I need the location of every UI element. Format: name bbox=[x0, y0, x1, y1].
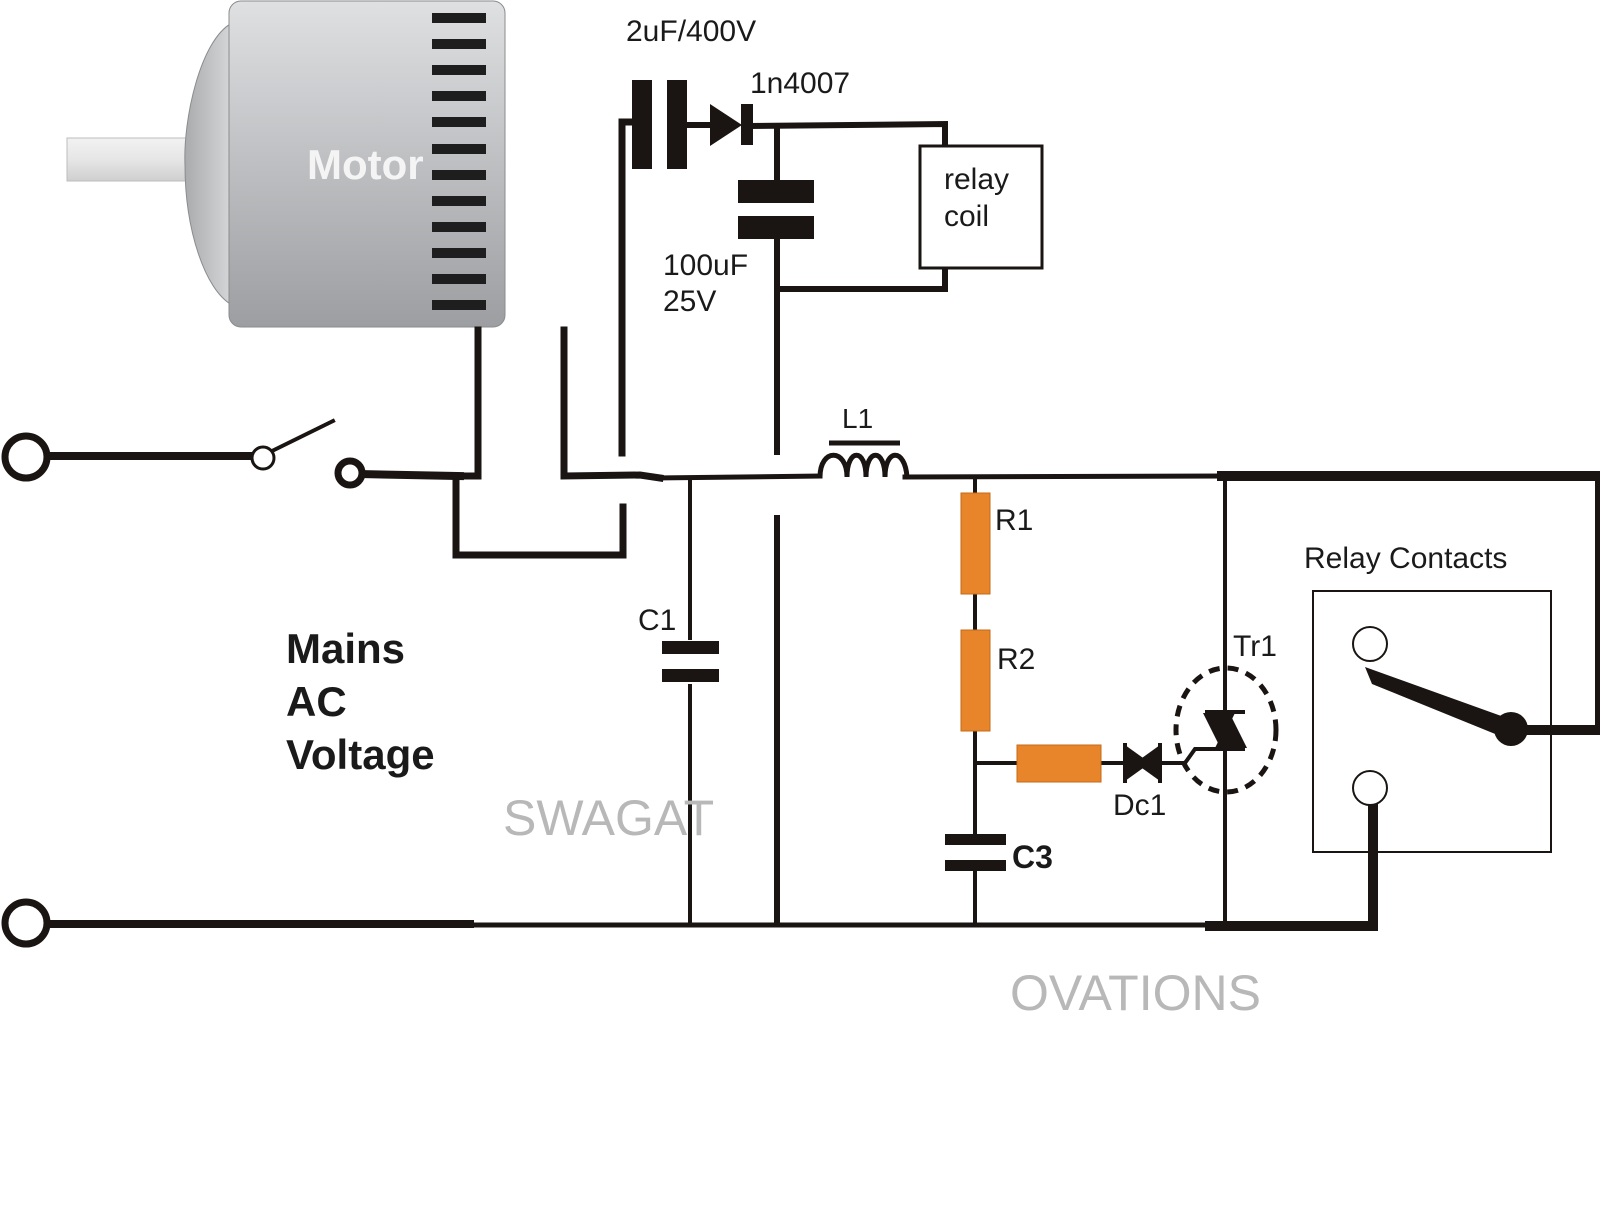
label-relay-contacts: Relay Contacts bbox=[1304, 542, 1507, 575]
label-tr1: Tr1 bbox=[1233, 630, 1277, 663]
label-l1: L1 bbox=[842, 403, 873, 434]
resistor-r1 bbox=[960, 492, 991, 595]
label-c1: C1 bbox=[638, 604, 676, 637]
diac-dc1 bbox=[1123, 743, 1162, 783]
label-mains-1: Mains bbox=[286, 625, 405, 672]
label-relay-coil-1: relay bbox=[944, 163, 1009, 196]
label-cap-2uf: 2uF/400V bbox=[626, 15, 756, 48]
relay-armature bbox=[1365, 667, 1518, 740]
relay-coil bbox=[918, 144, 1044, 270]
relay-contact-no bbox=[1352, 626, 1388, 662]
resistor-gate bbox=[1016, 744, 1102, 783]
label-cap-100uf-1: 100uF bbox=[663, 249, 748, 282]
switch-lever bbox=[267, 418, 336, 455]
wires bbox=[46, 118, 1600, 931]
capacitor-100uf bbox=[738, 180, 814, 239]
switch-contact bbox=[334, 457, 366, 489]
motor-vents bbox=[432, 13, 486, 310]
label-diode: 1n4007 bbox=[750, 67, 850, 100]
label-mains-2: AC bbox=[286, 678, 347, 725]
relay-contact-nc bbox=[1352, 770, 1388, 806]
relay-contacts bbox=[1352, 626, 1528, 806]
motor-endcap bbox=[184, 22, 233, 306]
capacitor-c3 bbox=[945, 834, 1006, 871]
inductor-l1 bbox=[817, 440, 910, 478]
label-r2: R2 bbox=[997, 643, 1035, 676]
motor-label: Motor bbox=[307, 141, 424, 188]
label-r1: R1 bbox=[995, 504, 1033, 537]
capacitor-c1 bbox=[662, 641, 719, 682]
watermark-left: SWAGAT bbox=[503, 790, 714, 846]
label-mains-3: Voltage bbox=[286, 731, 435, 778]
resistor-r2 bbox=[960, 629, 991, 732]
motor: Motor bbox=[66, 0, 506, 328]
motor-body bbox=[228, 0, 506, 328]
triac-tr1 bbox=[1173, 665, 1279, 795]
label-c3: C3 bbox=[1012, 839, 1053, 875]
label-relay-coil-2: coil bbox=[944, 200, 989, 233]
mains-terminal-bottom[interactable] bbox=[1, 898, 51, 948]
switch-pivot bbox=[250, 445, 276, 471]
mains-terminal-top[interactable] bbox=[1, 432, 51, 482]
diode-1n4007 bbox=[710, 104, 753, 146]
watermark-right: OVATIONS bbox=[1010, 965, 1261, 1021]
label-dc1: Dc1 bbox=[1113, 789, 1166, 822]
mains-switch[interactable] bbox=[250, 445, 366, 489]
capacitor-2uf bbox=[632, 80, 687, 169]
relay-contacts-box bbox=[1312, 590, 1552, 853]
label-cap-100uf-2: 25V bbox=[663, 285, 716, 318]
relay-pivot bbox=[1494, 712, 1528, 746]
